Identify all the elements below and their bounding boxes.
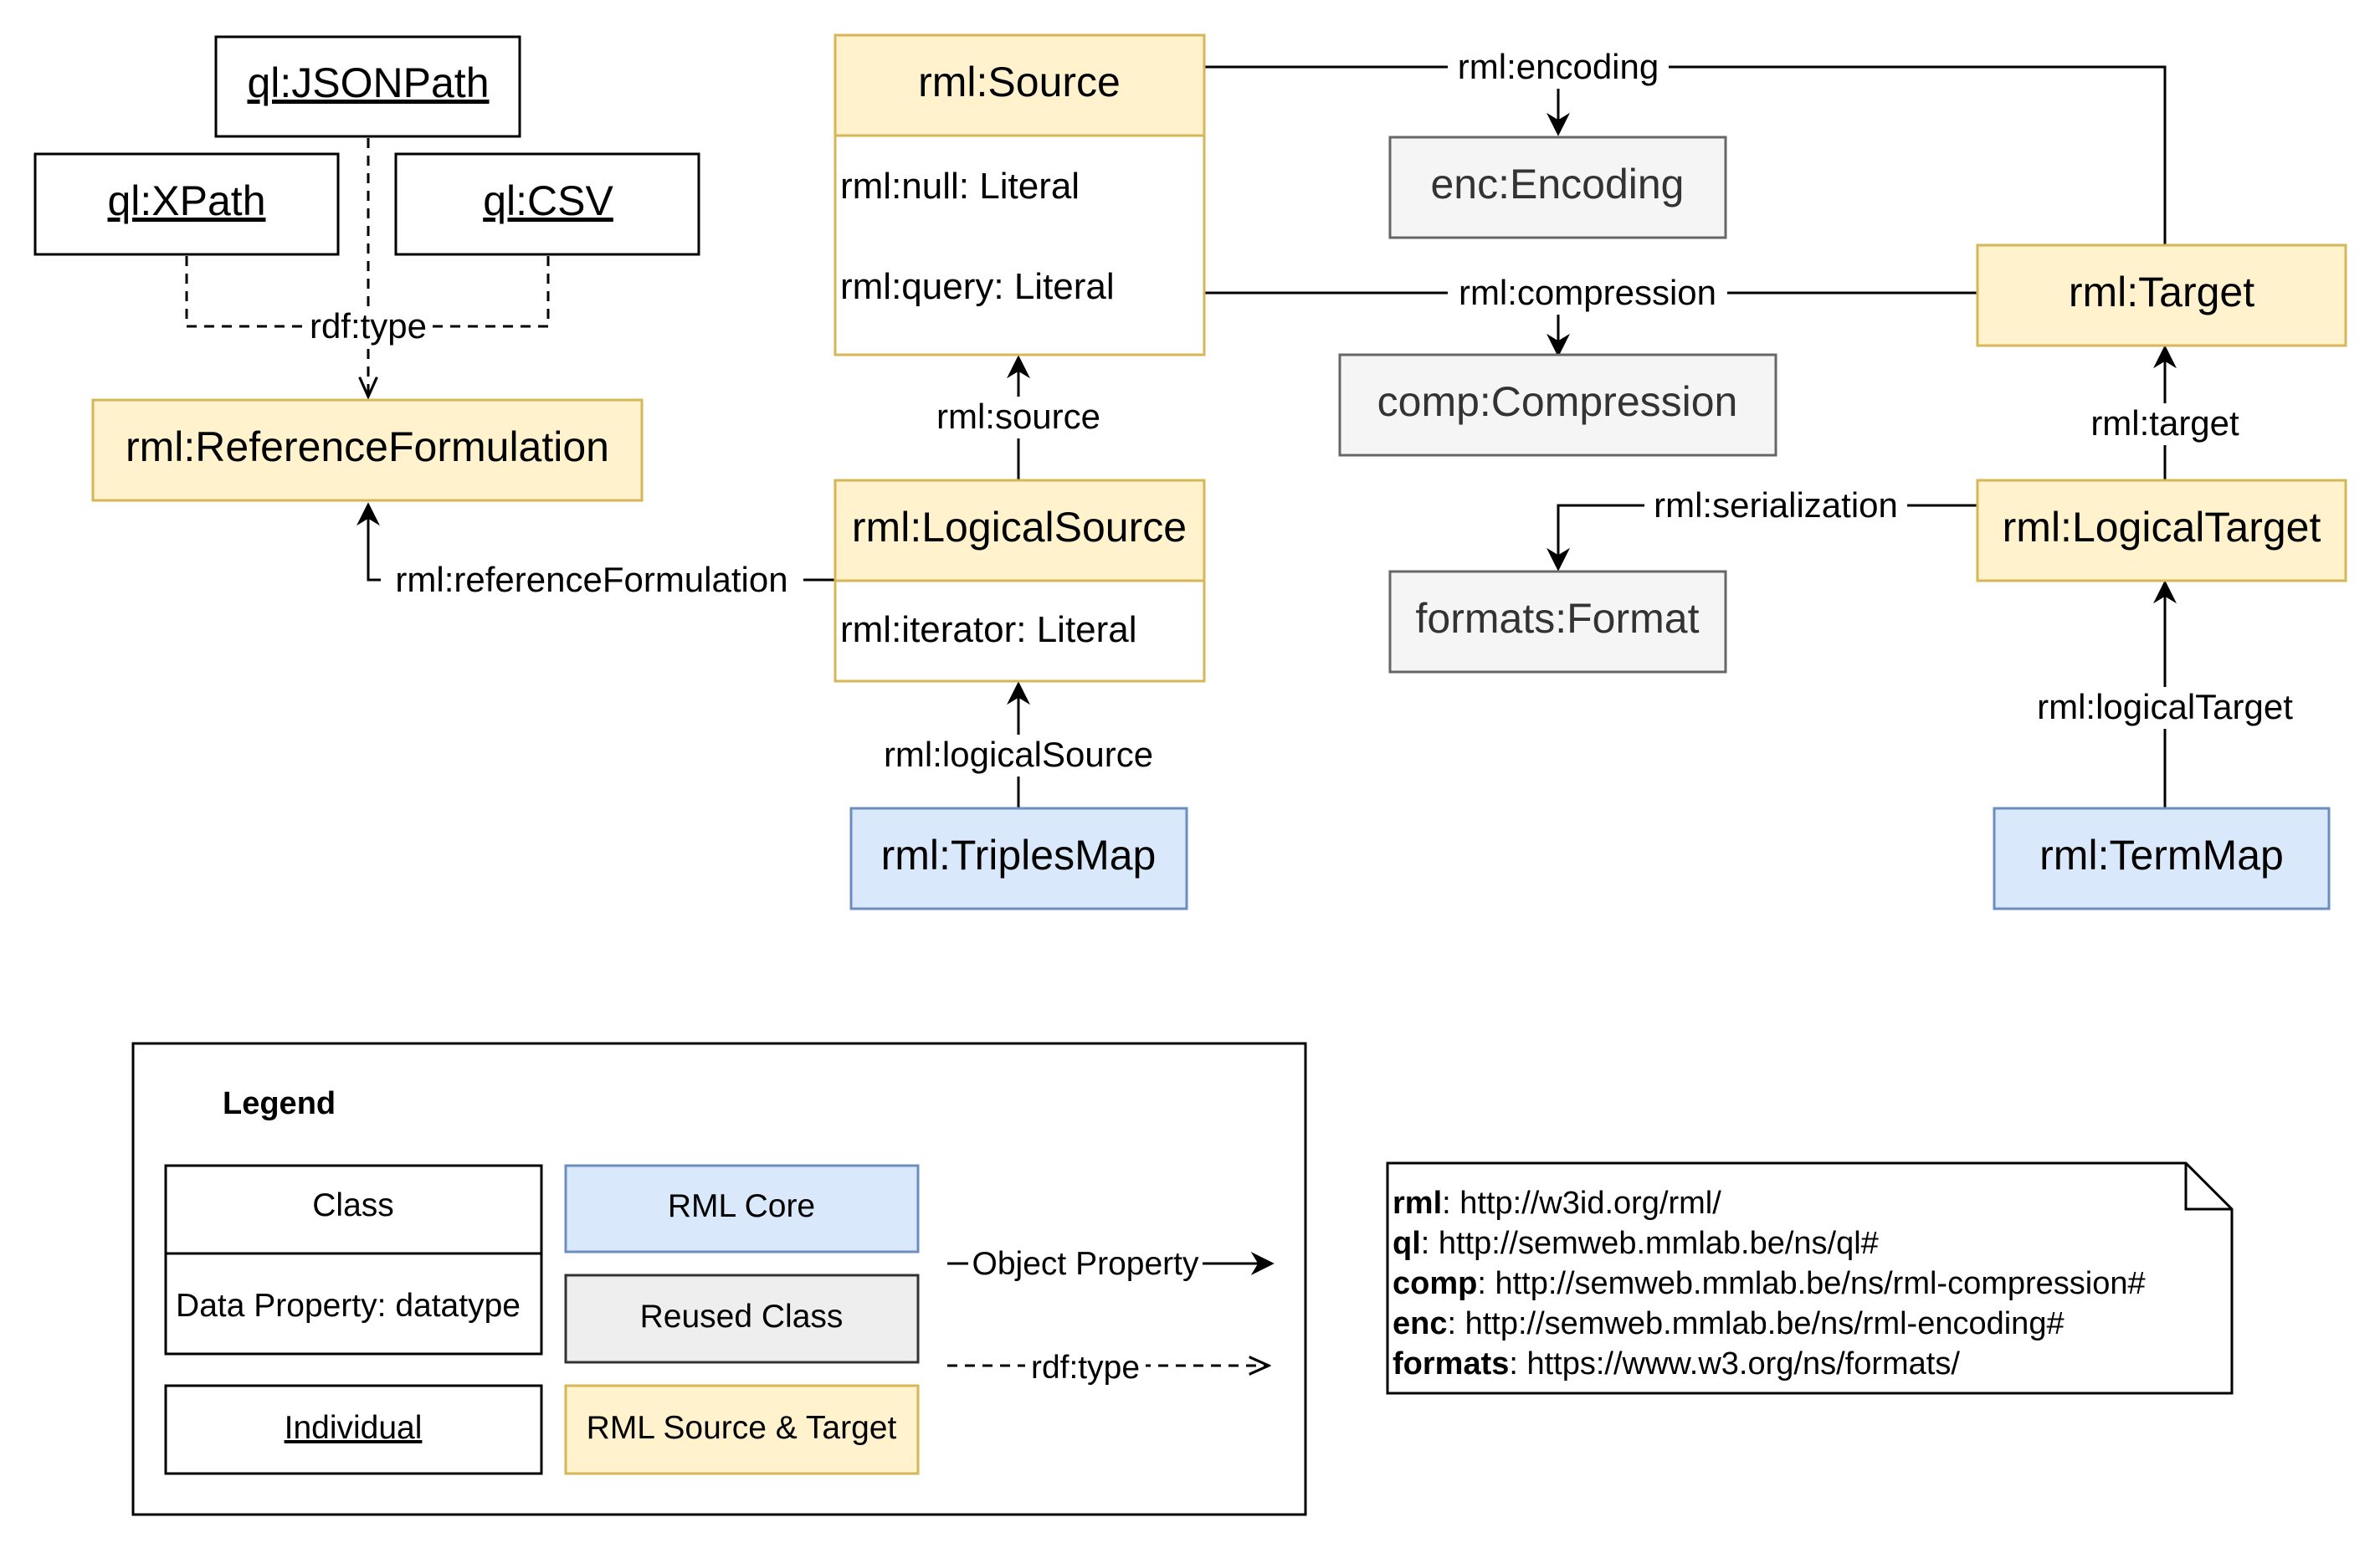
class-compression-box xyxy=(1338,353,1777,457)
class-compression: comp:Compression xyxy=(1338,353,1777,457)
edge-label-source: rml:source xyxy=(936,397,1100,436)
edge-label-logical-target: rml:logicalTarget xyxy=(2037,687,2293,726)
class-encoding-label: enc:Encoding xyxy=(1430,161,1684,208)
namespace-line-comp: comp: http://semweb.mmlab.be/ns/rml-comp… xyxy=(1393,1266,2146,1301)
class-logical-target-label: rml:LogicalTarget xyxy=(2003,504,2321,551)
namespace-uri: : https://www.w3.org/ns/formats/ xyxy=(1509,1346,1960,1382)
legend-reused-class-label: Reused Class xyxy=(640,1299,844,1335)
class-reference-formulation-label: rml:ReferenceFormulation xyxy=(126,423,609,470)
namespace-line-rml: rml: http://w3id.org/rml/ xyxy=(1393,1186,1721,1221)
class-triples-map-label: rml:TriplesMap xyxy=(881,832,1157,879)
class-target-box xyxy=(1976,243,2347,347)
edge-label-reference-formulation: rml:referenceFormulation xyxy=(395,560,787,599)
class-reference-formulation-box xyxy=(91,398,644,502)
legend-class-swatch: Class Data Property: datatype xyxy=(164,1164,543,1356)
class-source-null-property: rml:null: Literal xyxy=(840,166,1080,207)
edge-compression: rml:compression xyxy=(1205,273,1977,357)
namespace-prefix: rml xyxy=(1393,1186,1442,1221)
legend-class-label: Class xyxy=(312,1187,394,1223)
edge-serialization: rml:serialization xyxy=(1546,485,1977,572)
legend-rml-source-target-swatch: RML Source & Target xyxy=(564,1384,920,1475)
class-target-label: rml:Target xyxy=(2069,269,2254,315)
edge-label-rdf-type: rdf:type xyxy=(310,306,427,346)
edge-encoding: rml:encoding xyxy=(1205,47,2167,245)
class-compression-label: comp:Compression xyxy=(1377,378,1738,425)
class-logical-target: rml:LogicalTarget xyxy=(1976,479,2347,582)
class-logical-source-label: rml:LogicalSource xyxy=(852,504,1187,551)
namespace-line-ql: ql: http://semweb.mmlab.be/ns/ql# xyxy=(1393,1226,1879,1261)
legend-rml-core-swatch: RML Core xyxy=(564,1164,920,1253)
class-encoding: enc:Encoding xyxy=(1388,136,1727,239)
namespace-prefix: comp xyxy=(1393,1266,1477,1301)
namespace-note: rml: http://w3id.org/rml/ql: http://semw… xyxy=(1386,1161,2234,1395)
class-format: formats:Format xyxy=(1388,570,1727,674)
legend-object-property-label: Object Property xyxy=(972,1246,1199,1282)
legend-reused-class-swatch: Reused Class xyxy=(564,1274,920,1364)
namespace-prefix: ql xyxy=(1393,1226,1421,1261)
class-encoding-box xyxy=(1388,136,1727,239)
class-format-box xyxy=(1388,570,1727,674)
class-logical-source-iterator-property: rml:iterator: Literal xyxy=(840,609,1137,650)
class-format-label: formats:Format xyxy=(1416,595,1700,642)
class-triples-map: rml:TriplesMap xyxy=(849,807,1188,910)
legend-individual-label: Individual xyxy=(285,1410,423,1446)
edge-label-compression: rml:compression xyxy=(1459,273,1716,312)
edge-logical-target: rml:logicalTarget xyxy=(2023,580,2307,807)
individual-ql-csv: ql:CSV xyxy=(394,152,700,256)
legend: Legend Class Data Property: datatype Ind… xyxy=(131,1042,1307,1516)
namespace-line-enc: enc: http://semweb.mmlab.be/ns/rml-encod… xyxy=(1393,1306,2065,1341)
legend-title: Legend xyxy=(223,1086,336,1121)
edge-logical-source: rml:logicalSource xyxy=(875,681,1162,807)
individual-ql-jsonpath: ql:JSONPath xyxy=(214,35,521,138)
namespace-prefix: enc xyxy=(1393,1306,1447,1341)
individual-ql-xpath-label: ql:XPath xyxy=(107,177,265,224)
edge-rdf-type: rdf:type xyxy=(185,138,550,397)
namespace-uri: : http://w3id.org/rml/ xyxy=(1442,1186,1721,1221)
edge-source: rml:source xyxy=(925,355,1112,479)
legend-rml-source-target-label: RML Source & Target xyxy=(587,1410,897,1446)
class-source-query-property: rml:query: Literal xyxy=(840,266,1115,307)
namespace-uri: : http://semweb.mmlab.be/ns/ql# xyxy=(1421,1226,1879,1261)
class-logical-target-box xyxy=(1976,479,2347,582)
class-logical-source: rml:LogicalSource rml:iterator: Literal xyxy=(834,479,1206,683)
edge-label-target: rml:target xyxy=(2090,403,2239,443)
namespace-list: rml: http://w3id.org/rml/ql: http://semw… xyxy=(1393,1186,2146,1382)
legend-rml-core-label: RML Core xyxy=(668,1188,815,1224)
individual-ql-jsonpath-label: ql:JSONPath xyxy=(247,59,489,106)
class-reference-formulation: rml:ReferenceFormulation xyxy=(91,398,644,502)
namespace-prefix: formats xyxy=(1393,1346,1509,1382)
class-source: rml:Source rml:null: Literal rml:query: … xyxy=(834,33,1206,356)
edge-label-encoding: rml:encoding xyxy=(1458,47,1659,86)
edge-label-serialization: rml:serialization xyxy=(1654,485,1898,525)
edge-label-logical-source: rml:logicalSource xyxy=(884,735,1153,774)
legend-rdf-type-label: rdf:type xyxy=(1031,1350,1140,1386)
class-term-map-box xyxy=(1993,807,2331,910)
individual-ql-csv-label: ql:CSV xyxy=(483,177,613,224)
legend-rdf-type: rdf:type xyxy=(947,1349,1269,1386)
class-source-label: rml:Source xyxy=(918,59,1121,105)
class-term-map: rml:TermMap xyxy=(1993,807,2331,910)
class-target: rml:Target xyxy=(1976,243,2347,347)
individual-ql-xpath: ql:XPath xyxy=(33,152,340,256)
legend-data-property-label: Data Property: datatype xyxy=(176,1288,521,1324)
namespace-uri: : http://semweb.mmlab.be/ns/rml-compress… xyxy=(1477,1266,2145,1301)
edge-reference-formulation: rml:referenceFormulation xyxy=(356,502,835,602)
legend-object-property: Object Property xyxy=(947,1244,1275,1284)
legend-individual-swatch: Individual xyxy=(164,1384,543,1475)
namespace-uri: : http://semweb.mmlab.be/ns/rml-encoding… xyxy=(1447,1306,2064,1341)
class-triples-map-box xyxy=(849,807,1188,910)
edge-target: rml:target xyxy=(2081,345,2249,479)
class-term-map-label: rml:TermMap xyxy=(2039,832,2284,879)
namespace-line-formats: formats: https://www.w3.org/ns/formats/ xyxy=(1393,1346,1960,1382)
